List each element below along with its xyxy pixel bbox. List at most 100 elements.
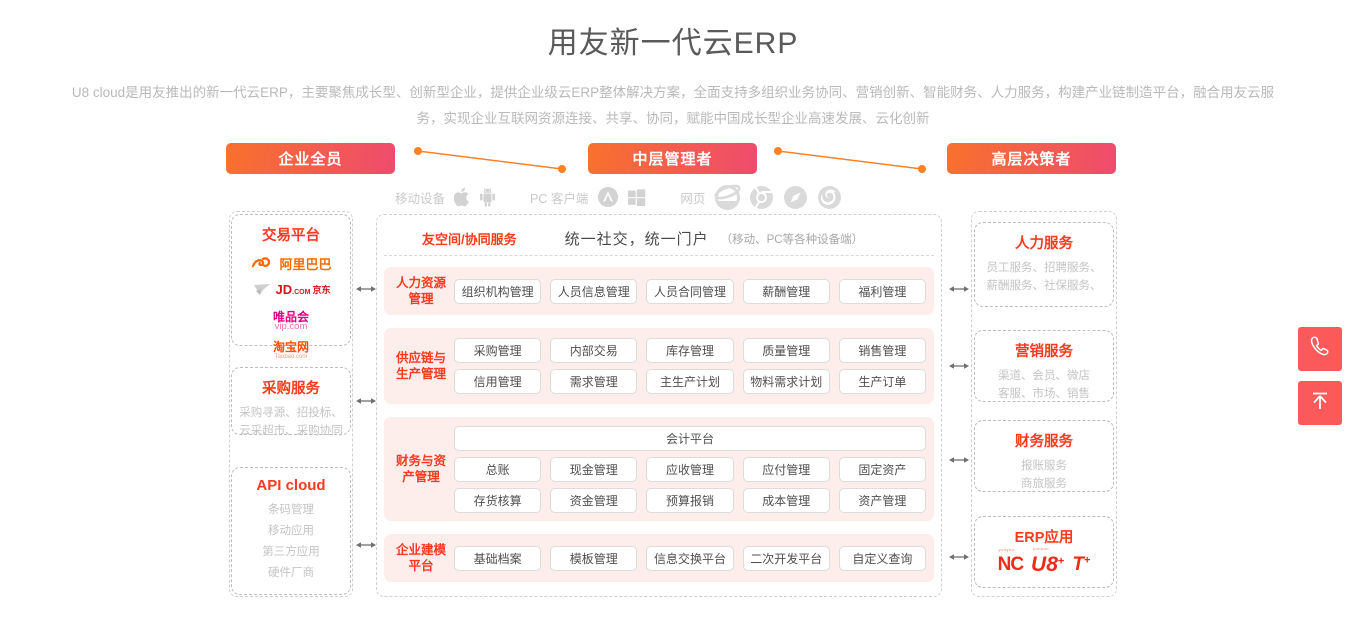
module-chip[interactable]: 质量管理 xyxy=(742,338,830,363)
module-chip[interactable]: 采购管理 xyxy=(454,338,542,363)
module-chip[interactable]: 需求管理 xyxy=(550,369,638,394)
module-row: 组织机构管理 人员信息管理 人员合同管理 薪酬管理 福利管理 xyxy=(454,278,927,304)
module-chip[interactable]: 内部交易 xyxy=(550,338,638,363)
card-title: 采购服务 xyxy=(262,381,320,397)
module-group-finance: 财务与资 产管理 会计平台 总账 现金管理 应收管理 应付管理 固定资产 存货核… xyxy=(384,417,934,521)
page-title: 用友新一代云ERP xyxy=(547,27,799,60)
portal-tag: 友空间/协同服务 xyxy=(422,232,517,247)
u8plus-logo-plus: + xyxy=(1057,555,1065,568)
module-group-modeling-platform: 企业建模 平台 基础档案 模板管理 信息交换平台 二次开发平台 自定义查询 xyxy=(384,534,934,582)
module-chip[interactable]: 存货核算 xyxy=(454,487,542,513)
module-chip[interactable]: 组织机构管理 xyxy=(454,278,542,304)
card-title: API cloud xyxy=(256,477,326,494)
device-group-label-mobile: 移动设备 xyxy=(395,191,446,206)
card-title: ERP应用 xyxy=(1014,530,1074,546)
group-label: 供应链与 生产管理 xyxy=(395,351,446,381)
ie-icon xyxy=(714,184,742,211)
module-chip[interactable]: 模板管理 xyxy=(550,545,638,571)
u8plus-logo-sub: yonyou xyxy=(1033,546,1049,551)
jd-logo-sub: .COM xyxy=(292,288,311,296)
card-api-cloud[interactable]: API cloud 条码管理 移动应用 第三方应用 硬件厂商 xyxy=(231,467,351,595)
module-row: 采购管理 内部交易 库存管理 质量管理 销售管理 xyxy=(454,338,927,363)
card-erp-applications[interactable]: ERP应用 yonyou NC yonyou U8+ T+ xyxy=(974,516,1114,588)
module-chip[interactable]: 总账 xyxy=(454,456,542,482)
module-chip[interactable]: 薪酬管理 xyxy=(742,278,830,304)
module-chip[interactable]: 人员信息管理 xyxy=(550,278,638,304)
card-hr-service[interactable]: 人力服务 员工服务、招聘服务、 薪酬服务、社保服务、 xyxy=(974,222,1114,307)
phone-icon xyxy=(1308,334,1333,364)
vip-logo-sub-wrap: vip.com xyxy=(232,320,350,332)
card-title: 营销服务 xyxy=(1015,344,1073,360)
module-chip[interactable]: 主生产计划 xyxy=(646,369,734,394)
device-group-label-pc: PC 客户端 xyxy=(530,191,589,206)
module-chip[interactable]: 二次开发平台 xyxy=(742,545,830,571)
group-label: 人力资源 管理 xyxy=(395,276,446,306)
jd-logo-text: JD xyxy=(275,281,293,297)
connector-line-left xyxy=(414,147,566,173)
role-badge-middle-manager[interactable]: 中层管理者 xyxy=(588,143,757,174)
card-marketing-service[interactable]: 营销服务 渠道、会员、微店 客服、市场、销售 xyxy=(974,330,1114,402)
module-chip[interactable]: 资产管理 xyxy=(838,487,927,513)
tplus-logo-plus: + xyxy=(1083,554,1091,567)
module-row: 信用管理 需求管理 主生产计划 物料需求计划 生产订单 xyxy=(454,369,927,394)
jd-logo-cn: 京东 xyxy=(312,284,331,295)
taobao-logo: 淘宝网 xyxy=(232,337,350,357)
module-group-hr: 人力资源 管理 组织机构管理 人员信息管理 人员合同管理 薪酬管理 福利管理 xyxy=(384,267,934,315)
module-chip[interactable]: 自定义查询 xyxy=(838,545,927,571)
page-subtitle: U8 cloud是用友推出的新一代云ERP，主要聚焦成长型、创新型企业，提供企业… xyxy=(71,85,1275,126)
module-chip-accounting-platform[interactable]: 会计平台 xyxy=(454,425,926,451)
taobao-logo-sub-wrap: Taobao.com xyxy=(232,353,350,361)
module-chip[interactable]: 福利管理 xyxy=(838,278,927,304)
jd-logo: JD.COM 京东 xyxy=(232,277,350,301)
device-support-row: 移动设备 PC 客户端 xyxy=(395,180,955,214)
back-to-top-button[interactable] xyxy=(1298,381,1342,425)
module-row: 会计平台 xyxy=(454,425,926,451)
module-row: 基础档案 模板管理 信息交换平台 二次开发平台 自定义查询 xyxy=(454,545,927,571)
module-chip[interactable]: 应付管理 xyxy=(742,456,830,482)
module-chip[interactable]: 生产订单 xyxy=(838,369,927,394)
role-badge-executive[interactable]: 高层决策者 xyxy=(947,143,1116,174)
module-chip[interactable]: 信息交换平台 xyxy=(646,545,734,571)
mac-appstore-icon xyxy=(597,186,619,208)
u8plus-logo: U8 xyxy=(1031,553,1058,576)
apple-icon xyxy=(454,187,471,207)
module-chip[interactable]: 成本管理 xyxy=(742,487,830,513)
phone-consult-button[interactable] xyxy=(1298,327,1342,371)
card-finance-service[interactable]: 财务服务 报账服务 商旅服务 xyxy=(974,420,1114,492)
center-column-frame xyxy=(376,214,942,597)
vip-logo-sub: vip.com xyxy=(274,320,308,332)
group-label: 财务与资 产管理 xyxy=(395,454,446,484)
module-chip[interactable]: 销售管理 xyxy=(838,338,927,363)
card-title: 财务服务 xyxy=(1015,434,1073,450)
card-body: 报账服务 商旅服务 xyxy=(1021,460,1067,490)
module-row: 总账 现金管理 应收管理 应付管理 固定资产 xyxy=(454,456,927,482)
chrome-icon xyxy=(748,184,775,211)
group-label: 企业建模 平台 xyxy=(395,543,446,573)
card-trading-platform[interactable]: 交易平台 阿里巴巴 JD.COM 京东 唯品会 vip.com 淘宝网 Tao xyxy=(231,214,351,360)
module-chip[interactable]: 预算报销 xyxy=(646,487,734,513)
connector-arrow-right-2 xyxy=(949,363,969,369)
erp-product-logos: yonyou NC yonyou U8+ T+ xyxy=(975,546,1113,577)
module-chip[interactable]: 物料需求计划 xyxy=(742,369,830,394)
module-chip[interactable]: 库存管理 xyxy=(646,338,734,363)
nc-logo: NC xyxy=(997,554,1024,575)
module-chip[interactable]: 固定资产 xyxy=(838,456,927,482)
module-chip[interactable]: 基础档案 xyxy=(454,545,542,571)
module-chip[interactable]: 资金管理 xyxy=(550,487,638,513)
portal-note: （移动、PC等各种设备端） xyxy=(720,233,864,246)
card-title: 人力服务 xyxy=(1015,236,1073,252)
module-chip[interactable]: 信用管理 xyxy=(454,369,542,394)
portal-bar: 友空间/协同服务 统一社交，统一门户 （移动、PC等各种设备端） xyxy=(384,222,934,256)
taobao-logo-sub: Taobao.com xyxy=(274,354,308,360)
card-purchasing-service[interactable]: 采购服务 采购寻源、招投标、 云采超市、采购协同 xyxy=(231,367,351,437)
module-group-supply-chain: 供应链与 生产管理 采购管理 内部交易 库存管理 质量管理 销售管理 信用管理 … xyxy=(384,328,934,404)
module-chip[interactable]: 人员合同管理 xyxy=(646,278,734,304)
card-title: 交易平台 xyxy=(262,228,320,244)
connector-line-right xyxy=(774,147,926,173)
firefox-icon xyxy=(816,184,843,211)
module-row: 存货核算 资金管理 预算报销 成本管理 资产管理 xyxy=(454,487,927,513)
module-chip[interactable]: 现金管理 xyxy=(550,456,638,482)
module-chip[interactable]: 应收管理 xyxy=(646,456,734,482)
role-badge-all-staff[interactable]: 企业全员 xyxy=(226,143,395,174)
vip-logo: 唯品会 xyxy=(232,303,350,331)
